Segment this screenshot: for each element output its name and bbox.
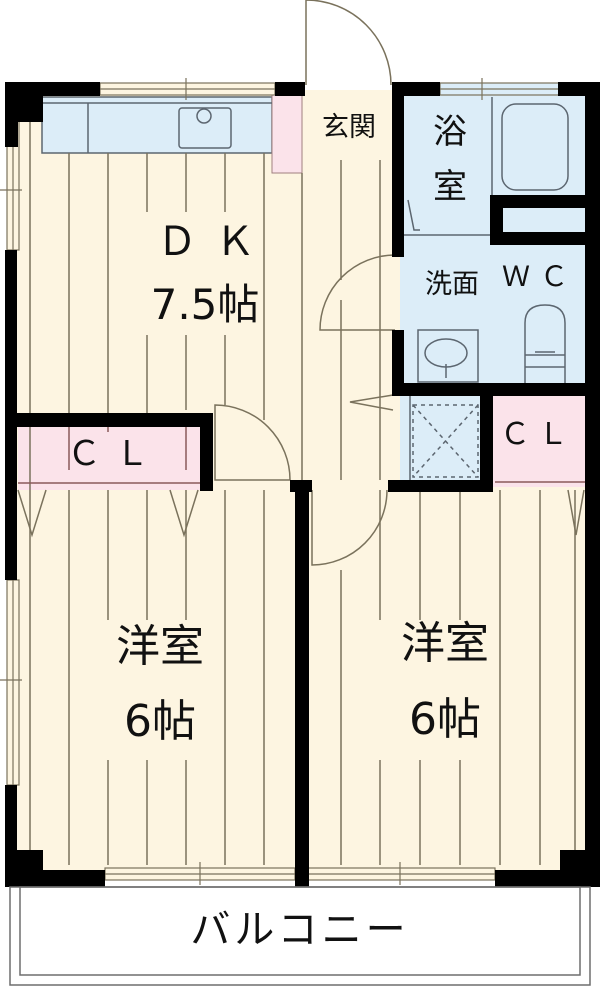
- flooring-lines: [29, 100, 576, 865]
- doors: [17, 0, 585, 566]
- kitchen-details: [42, 102, 272, 153]
- washbasin-counter: [417, 329, 479, 383]
- entrance-floor: [302, 95, 394, 160]
- bathtub-icon: [501, 103, 569, 191]
- bathroom-label-line1: 浴: [433, 112, 467, 152]
- bathroom-label-line2: 室: [433, 167, 467, 207]
- dk-room-size: 7.5帖: [150, 280, 260, 329]
- balcony-outline: [9, 886, 591, 986]
- closet-left-door-b: [169, 489, 199, 538]
- faucet-icon: [196, 108, 212, 124]
- washroom-label: 洗面: [425, 269, 479, 300]
- western-room-left-name: 洋室: [116, 621, 204, 672]
- western-room-left-size: 6帖: [124, 696, 196, 747]
- closet-right-door: [567, 489, 585, 536]
- kitchen-counter: [41, 96, 273, 154]
- bathroom-door-folding: [349, 394, 394, 411]
- balcony-label: バルコニー: [190, 907, 410, 953]
- dk-to-washroom-door: [319, 254, 396, 331]
- dk-room-name: ＤＫ: [157, 219, 273, 265]
- dk-to-left-room-door: [214, 404, 291, 481]
- dk-to-right-room-door: [311, 489, 388, 566]
- closet-right-label: ＣＬ: [500, 417, 576, 452]
- western-room-right-floor: [305, 485, 585, 875]
- sink-icon: [178, 107, 232, 149]
- entrance-pink-panel: [271, 94, 303, 174]
- entrance-label: 玄関: [322, 112, 376, 143]
- closet-left-floor: [18, 425, 201, 490]
- western-room-right-name: 洋室: [401, 618, 489, 669]
- washing-machine-space: [412, 404, 479, 478]
- western-room-right-size: 6帖: [409, 694, 481, 745]
- walls: [5, 82, 600, 887]
- western-room-left-floor: [15, 485, 300, 875]
- entrance-door-swing: [305, 0, 392, 86]
- closet-left-door-a: [17, 489, 47, 538]
- toilet-label: ＷＣ: [501, 260, 578, 293]
- bathroom-fixtures: [402, 97, 569, 480]
- toilet-icon: [524, 304, 566, 385]
- closet-left-label: ＣＬ: [67, 434, 163, 474]
- closet-right-floor: [493, 395, 585, 487]
